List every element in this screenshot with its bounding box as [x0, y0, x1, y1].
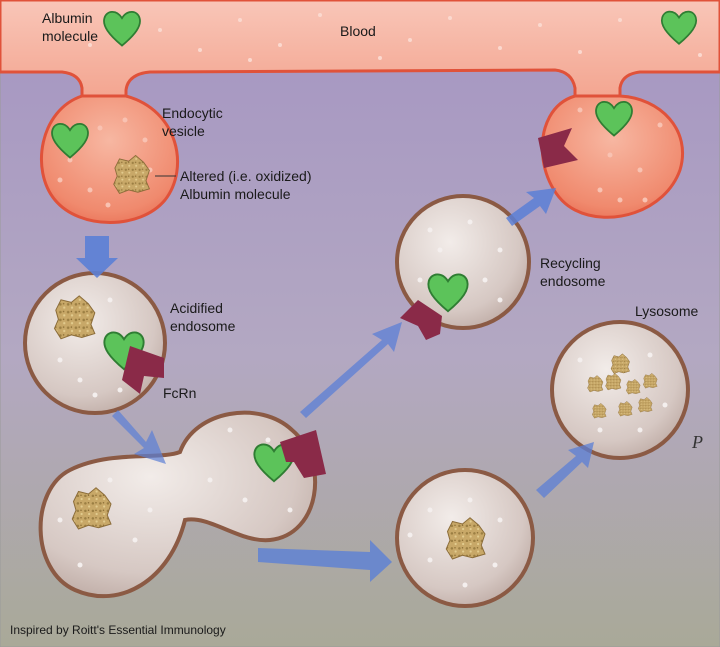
- label-recycling-endosome: Recycling endosome: [540, 255, 606, 289]
- label-lysosome: Lysosome: [635, 303, 699, 319]
- lysosome-particles: [577, 352, 668, 433]
- vesicle-particles-left: [57, 117, 153, 208]
- fcrn-receptor-icon: [280, 430, 326, 478]
- credit-text: Inspired by Roitt's Essential Immunology: [10, 623, 226, 637]
- lysosome: [550, 320, 690, 460]
- label-endocytic-vesicle: Endocytic vesicle: [162, 105, 227, 139]
- arrow-to-late-endosome: [258, 540, 392, 582]
- dividing-endosome: [38, 410, 318, 599]
- fcrn-receptor-icon: [400, 300, 442, 340]
- label-acidified-endosome: Acidified endosome: [170, 300, 236, 334]
- arrow-to-recycling-endosome: [300, 322, 402, 418]
- blood-particles: [48, 13, 702, 62]
- arrow-to-plasma-membrane: [506, 188, 556, 226]
- signature-mark: P: [691, 432, 703, 452]
- recycling-endosome-particles: [417, 219, 503, 303]
- pathway-arrows: [76, 188, 594, 582]
- fcrn-receptor-icon: [122, 346, 164, 394]
- label-fcrn: FcRn: [163, 385, 196, 401]
- label-albumin-molecule: Albumin molecule: [42, 10, 98, 44]
- late-endosome-particles: [407, 497, 503, 588]
- vesicle-particles-right: [577, 107, 663, 203]
- label-altered-albumin: Altered (i.e. oxidized) Albumin molecule: [180, 168, 315, 202]
- arrow-vesicle-to-endosome: [76, 236, 118, 278]
- arrow-endosome-to-sorting: [112, 410, 166, 464]
- fcrn-receptor-icon: [538, 128, 578, 168]
- arrow-to-lysosome: [536, 442, 594, 498]
- dividing-endosome-particles: [57, 427, 293, 568]
- label-blood: Blood: [340, 23, 376, 39]
